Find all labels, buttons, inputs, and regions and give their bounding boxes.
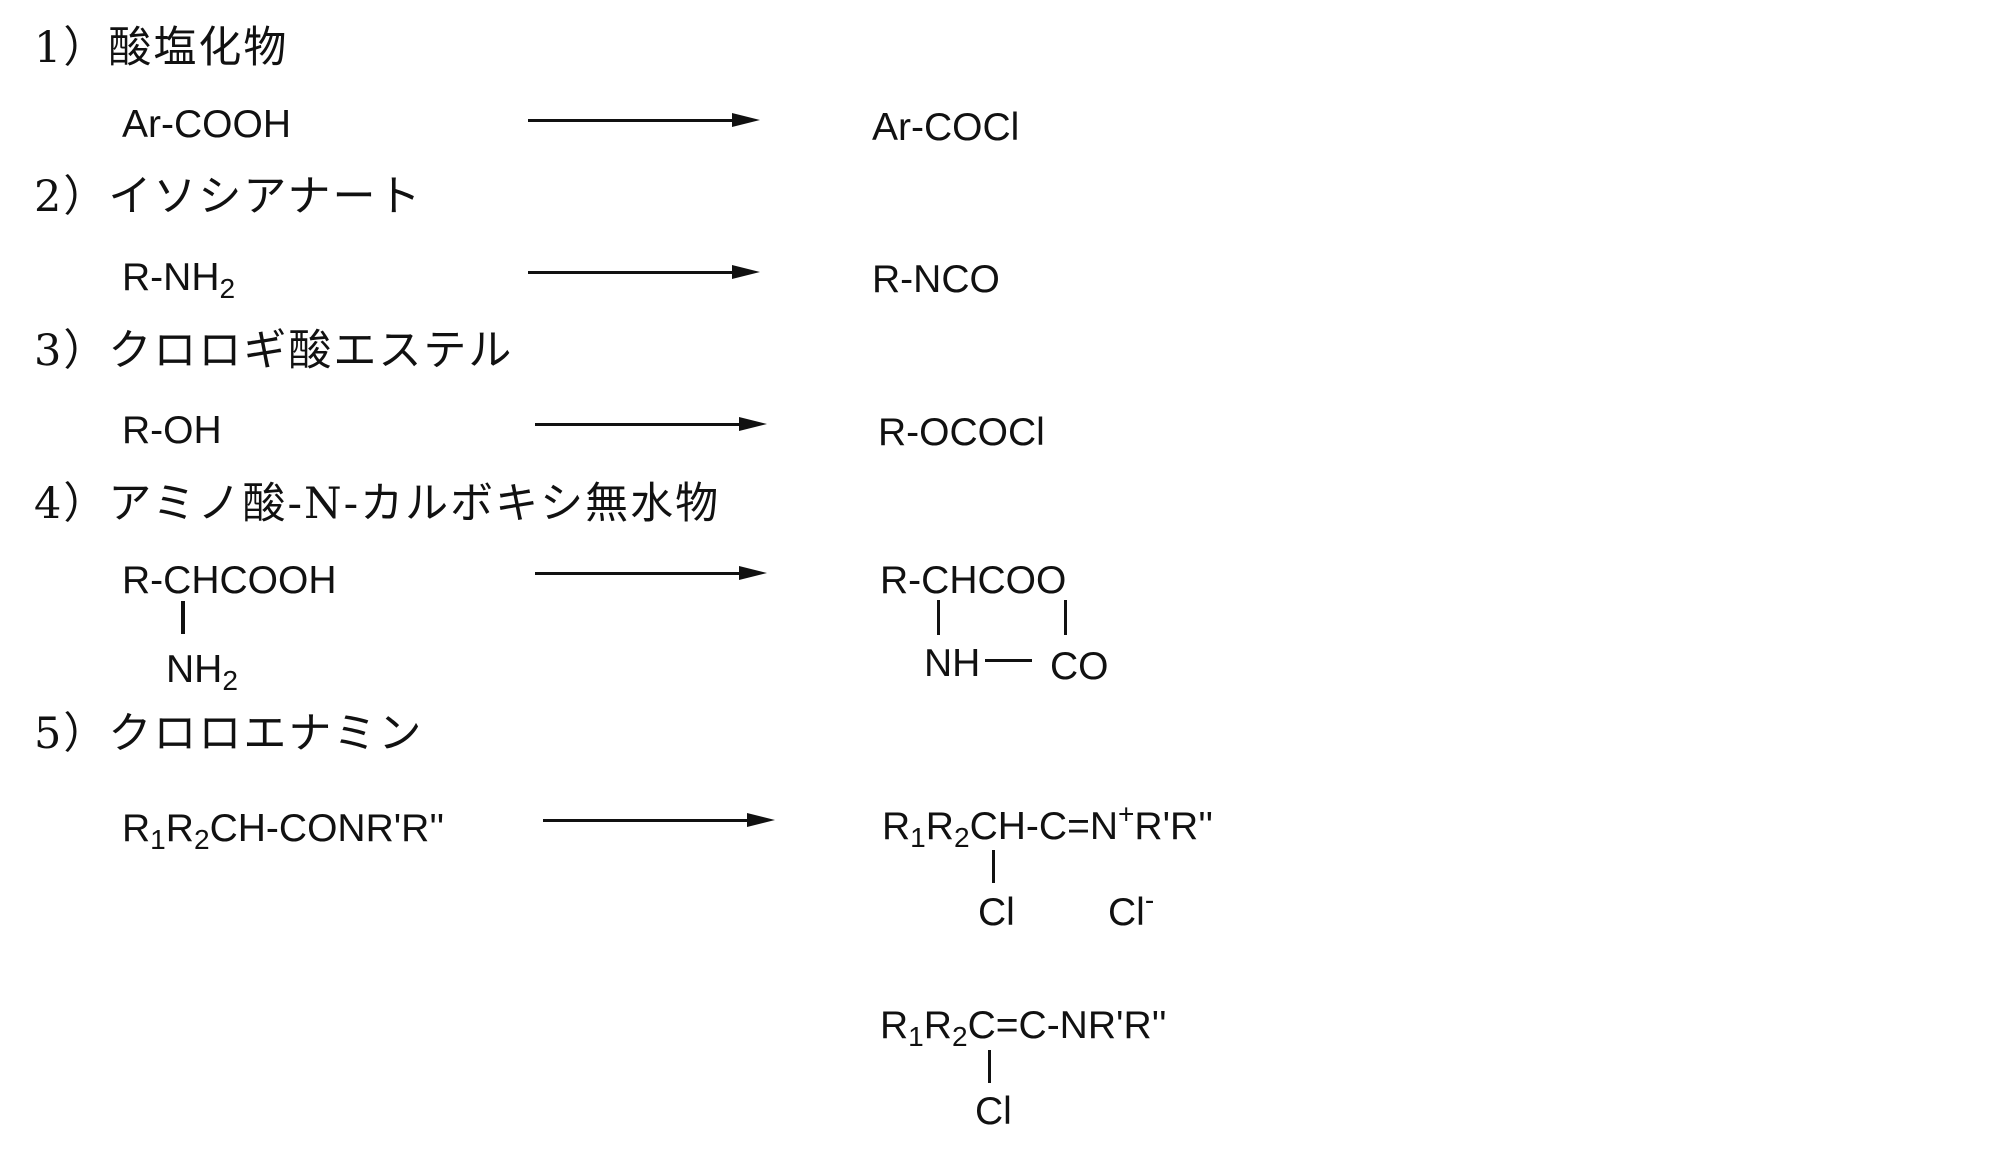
reaction-arrow-2 <box>528 264 760 280</box>
reactant-amino-acid: R-CHCOOH <box>122 559 337 602</box>
product-nca-co: CO <box>1050 645 1109 688</box>
product-enamine-cl: Cl <box>975 1090 1012 1133</box>
bond-enamine-c-cl <box>988 1050 991 1083</box>
product-nca-nh: NH <box>924 642 981 685</box>
reactant-r-nh2: R-NH2 <box>122 256 236 304</box>
product-r-ococl: R-OCOCl <box>878 411 1045 454</box>
product-ar-cocl: Ar-COCl <box>872 106 1020 149</box>
product-r-nco: R-NCO <box>872 258 1000 301</box>
reaction-arrow-3 <box>535 416 767 432</box>
bond-nca-ring-right <box>1064 600 1067 635</box>
product-iminium-chloride: R1R2CH-C=N+R'R'' <box>882 798 1214 853</box>
product-nca-main: R-CHCOO <box>880 559 1067 602</box>
reactant-amine-nh2: NH2 <box>166 648 238 696</box>
product-iminium-cl: Cl <box>978 891 1015 934</box>
reactant-amide: R1R2CH-CONR'R'' <box>122 807 445 855</box>
reactant-r-oh: R-OH <box>122 409 222 452</box>
bond-nca-ring-left <box>937 600 940 635</box>
bond-iminium-c-cl <box>992 850 995 883</box>
heading-isocyanate: 2）イソシアナート <box>34 172 423 222</box>
reaction-arrow-5 <box>543 812 775 828</box>
bond-alpha-amine <box>181 601 185 634</box>
reactant-ar-cooh: Ar-COOH <box>122 103 291 146</box>
product-chloroenamine: R1R2C=C-NR'R'' <box>880 1004 1167 1052</box>
heading-chloroenamine: 5）クロロエナミン <box>34 709 424 759</box>
product-chloride-anion: Cl- <box>1108 884 1155 934</box>
reaction-arrow-1 <box>528 112 760 128</box>
heading-amino-acid-nca: 4）アミノ酸-N-カルボキシ無水物 <box>34 479 721 529</box>
bond-nca-ring-bottom <box>985 659 1032 662</box>
heading-acid-chloride: 1）酸塩化物 <box>34 23 289 73</box>
heading-chloroformate: 3）クロロギ酸エステル <box>34 326 514 376</box>
reaction-arrow-4 <box>535 565 767 581</box>
